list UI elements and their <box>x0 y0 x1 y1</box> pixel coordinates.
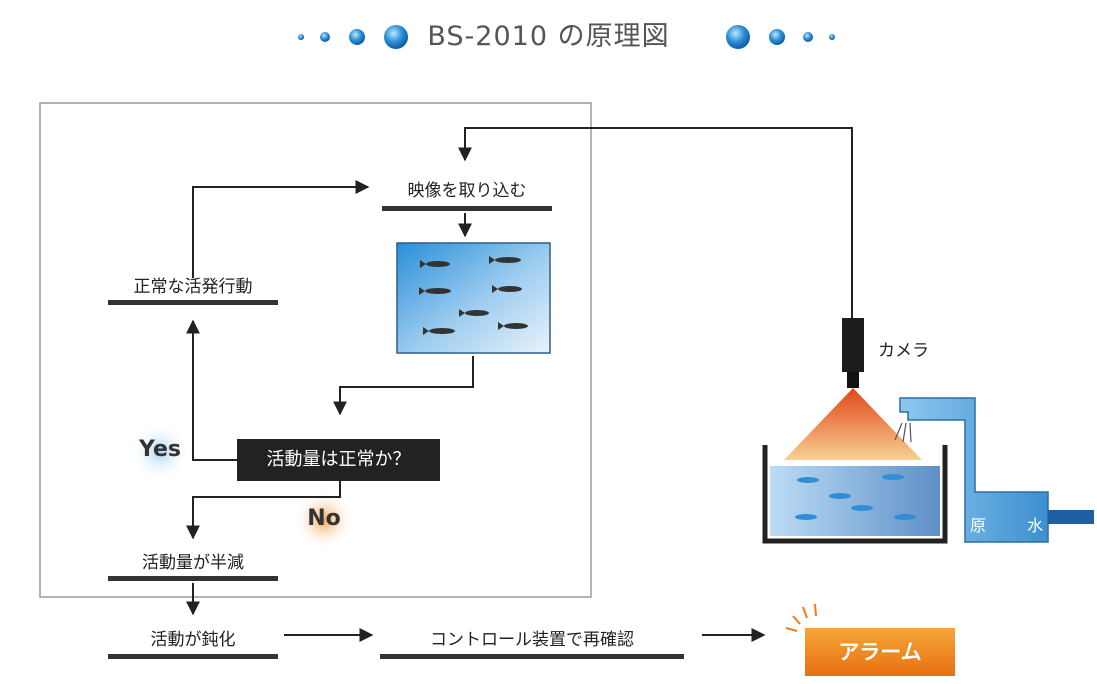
normal-loop-arrow <box>192 180 370 278</box>
alarm-badge: アラーム <box>805 628 955 676</box>
activity-dulled-bar <box>108 654 278 659</box>
raw-water-label: 原 水 <box>970 516 1062 535</box>
monitoring-frame <box>39 102 592 598</box>
step-reconfirm: コントロール装置で再確認 <box>430 630 634 650</box>
normal-activity-bar <box>108 300 278 305</box>
title-dots-right <box>726 25 835 49</box>
camera-feed-arrow <box>458 127 853 318</box>
raw-water-pipe <box>894 397 1094 543</box>
title-dots-left <box>298 25 408 49</box>
step-capture-image: 映像を取り込む <box>407 181 527 201</box>
step-activity-dulled: 活動が鈍化 <box>150 630 236 650</box>
step-activity-halved: 活動量が半減 <box>142 553 244 573</box>
no-label: No <box>307 506 341 531</box>
camera-light-cone <box>784 388 922 460</box>
activity-halved-bar <box>108 576 278 581</box>
camera-label: カメラ <box>878 341 929 361</box>
reconfirm-bar <box>380 654 684 659</box>
yes-path-arrow <box>186 319 237 461</box>
image-to-decision-arrow <box>333 356 474 416</box>
fish-tank <box>762 445 948 544</box>
no-path-arrow <box>186 481 341 540</box>
page-title: BS-2010 の原理図 <box>427 21 670 52</box>
yes-glow <box>130 422 190 482</box>
yes-label: Yes <box>139 437 181 462</box>
camera-icon <box>842 318 864 388</box>
capture-step-bar <box>382 206 552 211</box>
decision-box: 活動量は正常か？ <box>237 439 440 481</box>
step-normal-activity: 正常な活発行動 <box>133 277 253 297</box>
no-glow <box>294 490 354 550</box>
captured-image <box>396 242 551 354</box>
alarm-sparkle-icon <box>785 603 817 632</box>
